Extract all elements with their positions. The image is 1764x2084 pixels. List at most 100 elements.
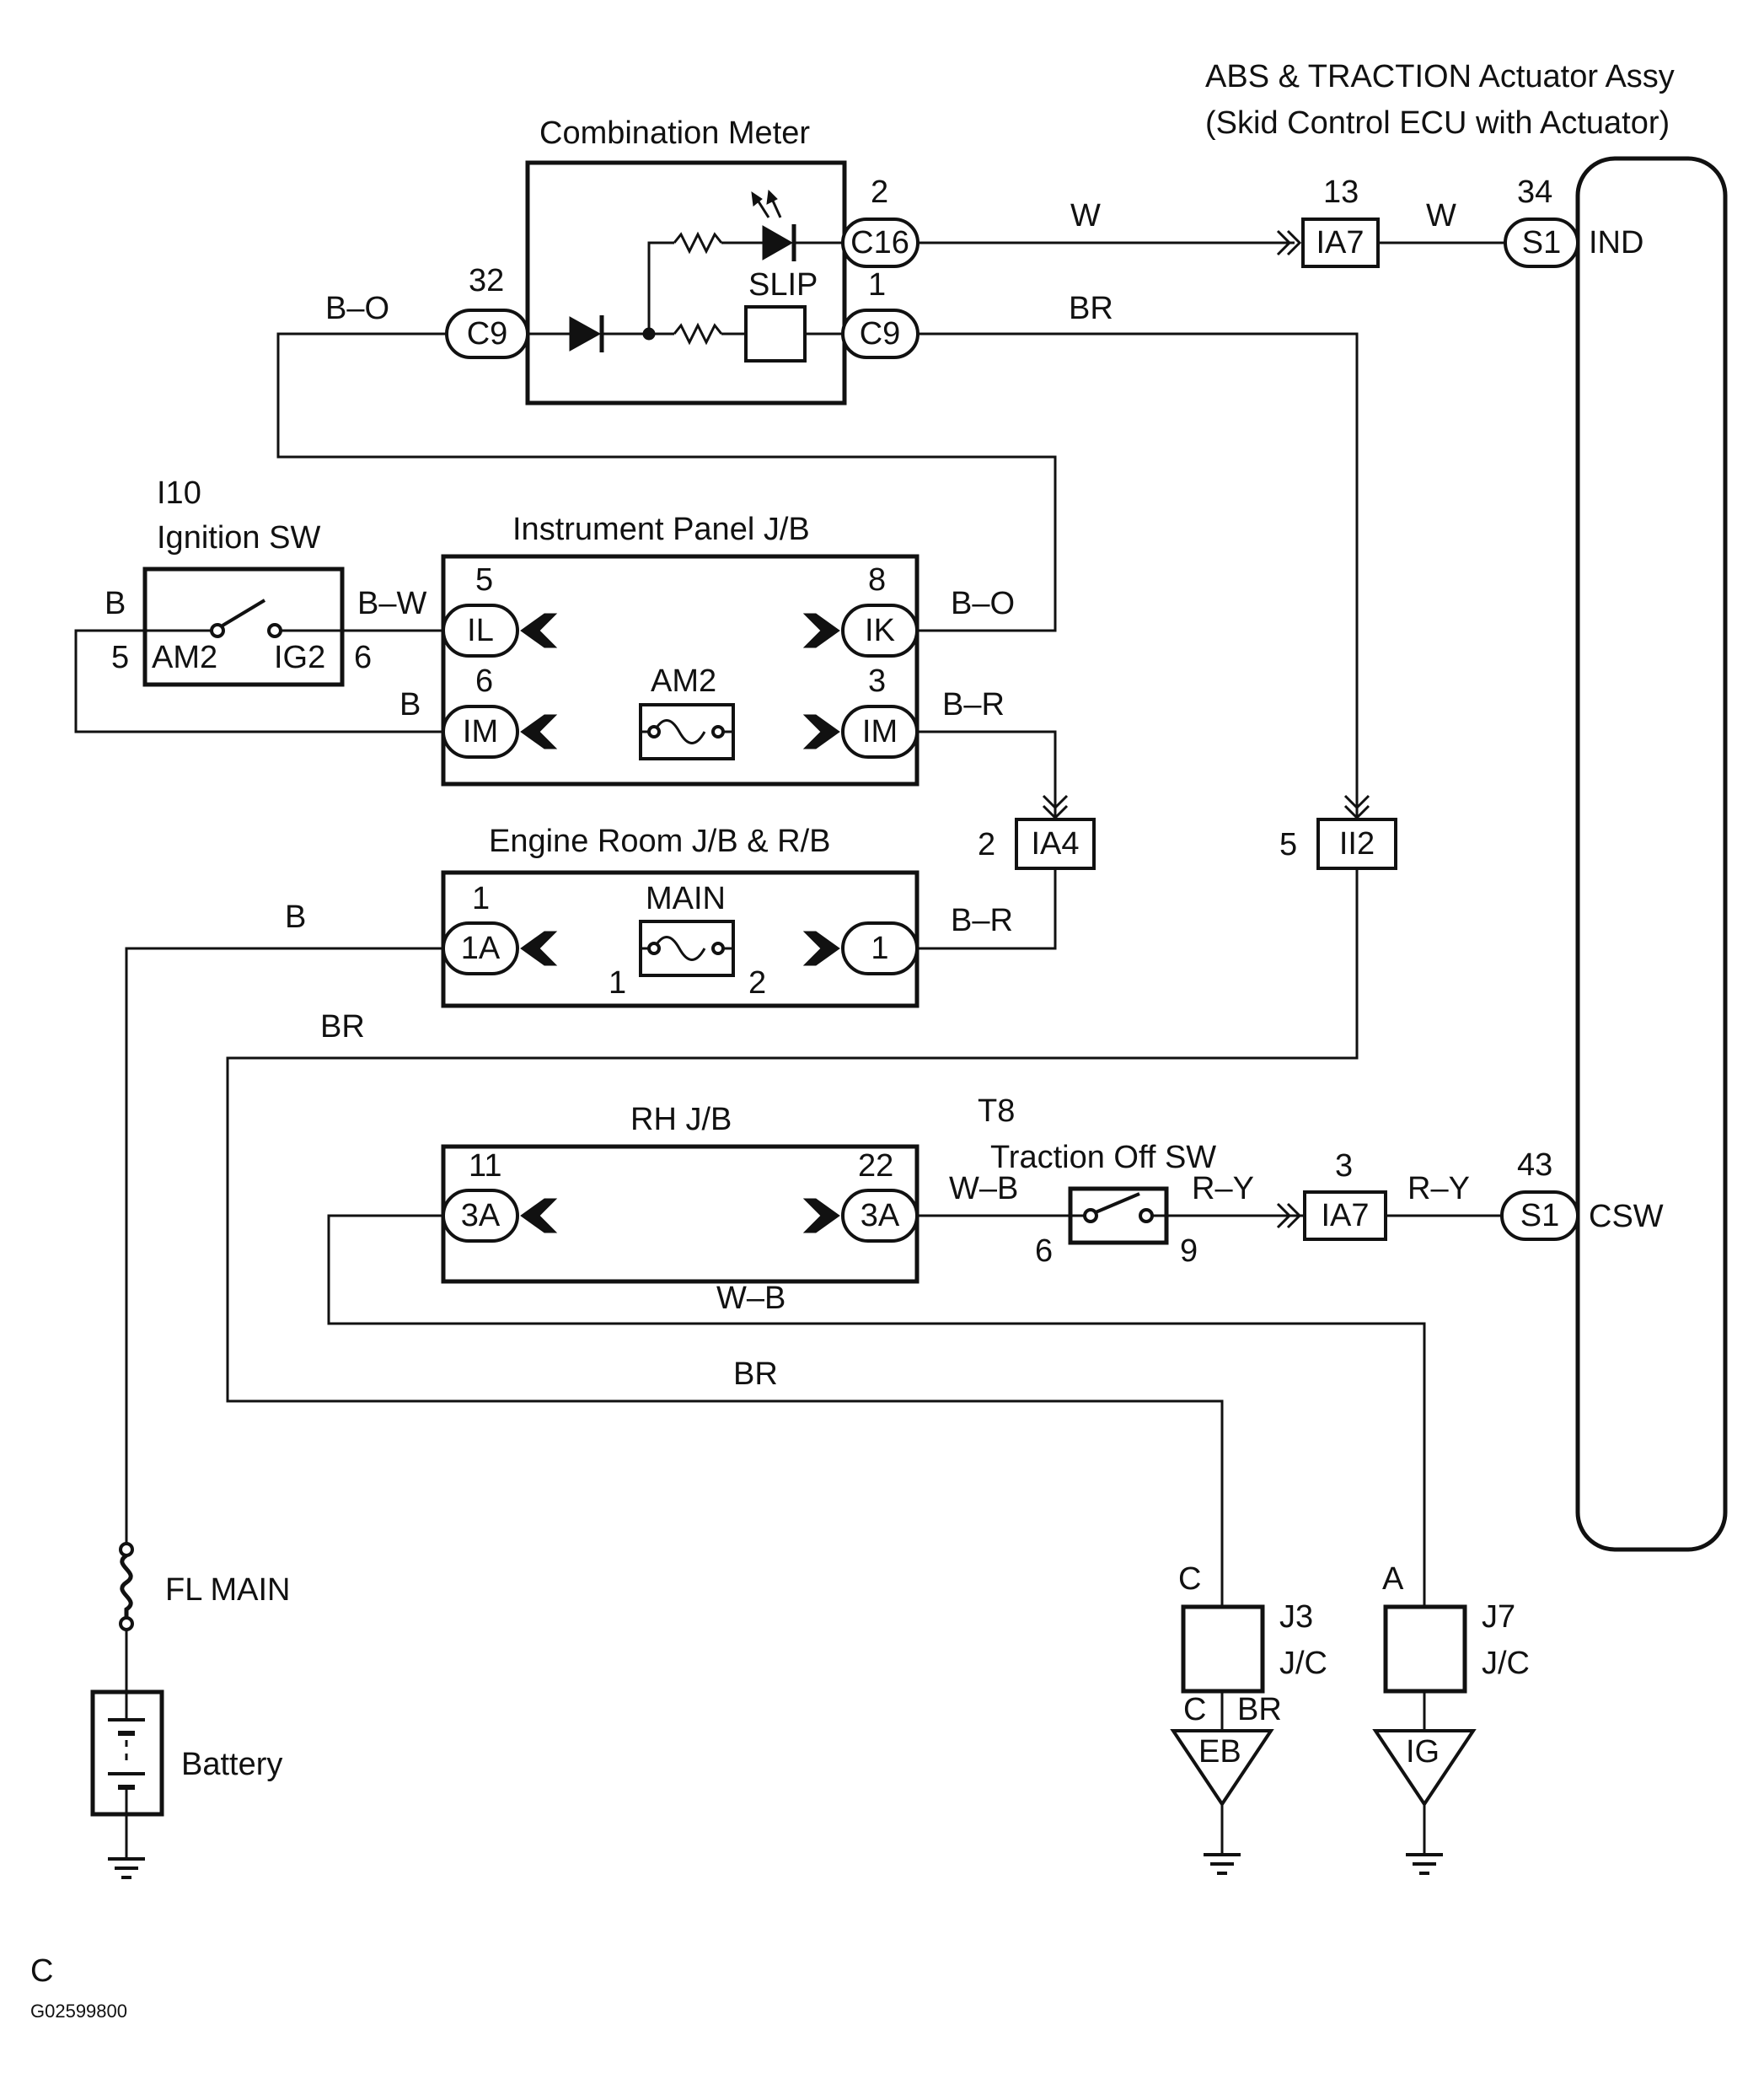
actuator-term-ind: IND	[1589, 225, 1643, 260]
traction-off-sw-contact-right	[1139, 1208, 1154, 1223]
wire-label-wb-bottom: W–B	[716, 1281, 785, 1316]
ignition-sw-am2: AM2	[152, 640, 217, 675]
traction-off-sw-pin-out: 9	[1180, 1233, 1198, 1269]
traction-off-switch: T8 Traction Off SW 6 9	[978, 1093, 1216, 1269]
connector-ia7-bottom-text: IA7	[1321, 1198, 1369, 1233]
fl-main-fuse: FL MAIN	[119, 1542, 291, 1631]
meter-inner-top	[647, 241, 674, 334]
j3-pin-top: C	[1178, 1561, 1201, 1597]
diode-icon	[569, 316, 602, 352]
wire-label-w-1: W	[1070, 198, 1101, 234]
combination-meter-title: Combination Meter	[539, 115, 810, 151]
connector-c16-rect	[841, 218, 920, 268]
j7-pin-top: A	[1382, 1561, 1404, 1597]
connector-ii2-pin: 5	[1279, 827, 1297, 862]
led-arrow2-head	[766, 189, 778, 205]
connector-im-right-rect	[841, 705, 919, 759]
junction-j7: A J7 J/C IG	[1372, 1561, 1530, 1875]
connector-3a-right-rect	[841, 1189, 919, 1243]
fl-main-fusible-link-icon	[120, 1553, 133, 1618]
connector-3a-left: 3A 11	[442, 1148, 558, 1243]
j7-code: J7	[1482, 1599, 1515, 1635]
ignition-sw-ig2: IG2	[274, 640, 325, 675]
footer-letter: C	[30, 1953, 53, 1989]
connector-im-left-rect	[442, 705, 519, 759]
main-fuse-label: MAIN	[646, 881, 726, 916]
ground-battery-icon	[108, 1857, 145, 1879]
connector-ik-text: IK	[865, 613, 895, 648]
wire-bo-meter-ik	[276, 332, 1057, 632]
ground-ig-icon	[1372, 1729, 1477, 1807]
connector-s1-bottom-pin: 43	[1517, 1147, 1552, 1183]
traction-off-sw-blade	[1095, 1192, 1140, 1214]
connector-ii2-polyline	[1343, 794, 1370, 810]
traction-off-sw-contact-left	[1083, 1208, 1098, 1223]
j3-pin-bl: C	[1183, 1692, 1206, 1727]
wire-wb-3a-j7	[327, 1214, 1426, 1607]
connector-1-rect	[841, 921, 919, 975]
connector-1-arrow	[802, 931, 840, 966]
j3-pin-br: BR	[1237, 1692, 1282, 1727]
connector-3a-right: 3A 22	[802, 1148, 919, 1243]
actuator: ABS & TRACTION Actuator Assy (Skid Contr…	[1205, 59, 1728, 1552]
actuator-title-line1: ABS & TRACTION Actuator Assy	[1205, 59, 1675, 94]
connector-1-text: 1	[871, 931, 888, 966]
wire-label-br-bottom: BR	[733, 1356, 778, 1392]
battery: Battery	[90, 1689, 282, 1817]
main-fuse-pin-right	[711, 942, 725, 955]
am2-fuse-label: AM2	[651, 663, 716, 699]
combination-meter-body	[525, 160, 847, 406]
connector-ia7-bottom-polyline	[1276, 1202, 1292, 1229]
resistor-top-icon	[673, 231, 723, 255]
connector-ik-rect	[841, 604, 919, 658]
engine-room-jb: Engine Room J/B & R/B MAIN 1 2	[441, 824, 920, 1008]
ignition-sw-title: Ignition SW	[157, 520, 320, 556]
connector-ii2-rect	[1316, 818, 1397, 870]
junction-j3: C J3 J/C C BR EB	[1170, 1561, 1327, 1875]
connector-im-left: IM 6	[442, 663, 558, 759]
fl-main-pin-top	[119, 1542, 134, 1557]
connector-c9-right-pin: 1	[868, 267, 886, 303]
connector-ia4-polyline	[1042, 804, 1069, 820]
connector-ia7-top: IA7 13	[1276, 175, 1380, 268]
connector-il-rect	[442, 604, 519, 658]
wire-b-1a-flmain	[125, 947, 443, 1544]
connector-c16: C16 2	[841, 175, 920, 268]
wire-label-w-2: W	[1426, 198, 1456, 234]
combination-meter: Combination Meter SLIP	[525, 115, 847, 406]
ground-eb-icon	[1170, 1729, 1274, 1807]
connector-c9-left-text: C9	[467, 316, 508, 352]
j3-type: J/C	[1279, 1646, 1327, 1681]
main-fuse-icon	[652, 936, 706, 961]
connector-c9-right: C9 1	[841, 267, 920, 359]
fl-main-pin-bottom	[119, 1616, 134, 1631]
connector-s1-top-text: S1	[1522, 225, 1561, 260]
connector-3a-left-rect	[442, 1189, 519, 1243]
connector-s1-bottom-text: S1	[1520, 1198, 1559, 1233]
j7-type: J/C	[1482, 1646, 1530, 1681]
wire-label-b-main: B	[285, 900, 306, 935]
main-fuse-pin-out: 2	[748, 965, 766, 1001]
j3-code: J3	[1279, 1599, 1313, 1635]
connector-ia7-bottom-pin: 3	[1335, 1148, 1353, 1184]
connector-ii2: II2 5	[1279, 794, 1397, 870]
connector-il: IL 5	[442, 562, 558, 658]
connector-im-left-text: IM	[463, 714, 498, 749]
connector-s1-top-rect	[1504, 218, 1579, 268]
led-arrow1	[755, 198, 770, 218]
actuator-body	[1575, 156, 1728, 1552]
battery-label: Battery	[181, 1747, 282, 1782]
connector-im-right-arrow	[802, 714, 840, 749]
rh-jb-title: RH J/B	[630, 1102, 732, 1137]
connector-s1-bottom-rect	[1500, 1190, 1579, 1241]
wire-label-br-meter: BR	[1069, 291, 1113, 326]
resistor-bottom-icon	[673, 322, 723, 346]
j3-body	[1181, 1604, 1265, 1694]
wire-br-ia4-1	[917, 868, 1057, 950]
actuator-title-line2: (Skid Control ECU with Actuator)	[1205, 105, 1670, 141]
connector-ia4-pin: 2	[978, 827, 995, 862]
ground-eb-label: EB	[1198, 1734, 1241, 1770]
connector-c9-left: C9 32	[445, 263, 529, 359]
ignition-sw-contact-right	[267, 623, 282, 638]
wire-label-br-im: B–R	[942, 687, 1005, 722]
